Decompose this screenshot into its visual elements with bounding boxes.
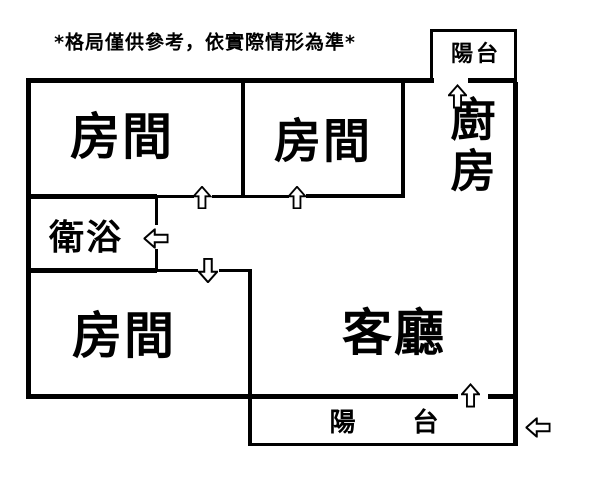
wall-hall-top-a xyxy=(155,195,194,198)
wall-bathroom-right-upper xyxy=(155,197,158,225)
room-label-bedroom-middle: 房間 xyxy=(274,114,372,170)
room-label-living-room: 客廳 xyxy=(342,304,446,362)
entrance-arrow-icon xyxy=(525,417,551,438)
wall-bedroom2-bottom xyxy=(306,194,403,198)
wall-balcony-top-left-edge xyxy=(430,29,433,81)
hallway-door-arrow-icon xyxy=(198,258,218,283)
wall-bedroom2-right xyxy=(401,82,405,198)
wall-center-vertical xyxy=(248,269,252,446)
room-label-balcony-top: 陽台 xyxy=(450,42,502,67)
wall-hall-top-b xyxy=(212,195,289,198)
wall-top-main xyxy=(26,78,434,83)
wall-balcony-top-top-edge xyxy=(430,29,517,32)
bedroom-top-left-door-arrow-icon xyxy=(192,186,212,209)
bedroom-middle-door-arrow-icon xyxy=(287,186,307,209)
living-room-balcony-door-arrow-icon xyxy=(461,383,480,408)
wall-top-right-stub xyxy=(468,78,517,83)
wall-hall-mid-a xyxy=(155,269,198,272)
balcony-bottom-char2: 台 xyxy=(412,408,439,438)
wall-bottom-right xyxy=(488,394,517,399)
bathroom-door-arrow-icon xyxy=(143,228,169,249)
room-label-bedroom-top-left: 房間 xyxy=(70,108,174,166)
room-label-kitchen: 廚房 xyxy=(442,96,496,198)
wall-bedroom2-left xyxy=(241,82,245,198)
wall-balcony-top-right-edge xyxy=(514,29,517,82)
balcony-top-door-arrow-icon xyxy=(448,84,467,109)
wall-left-outer xyxy=(26,78,31,399)
wall-right-outer xyxy=(513,82,518,446)
room-label-bathroom: 衛浴 xyxy=(48,218,124,259)
disclaimer-text: *格局僅供參考，依實際情形為準* xyxy=(54,31,356,54)
wall-bottom-main xyxy=(26,394,458,399)
wall-hall-mid-b xyxy=(219,269,250,272)
wall-bedroom1-bottom xyxy=(26,194,157,199)
wall-bathroom-right-lower xyxy=(155,249,158,272)
room-label-bedroom-bottom-left: 房間 xyxy=(72,307,176,365)
wall-bathroom-bottom xyxy=(26,268,157,273)
wall-balcony-bottom-edge xyxy=(250,443,516,446)
room-label-balcony-bottom: 陽 台 xyxy=(329,410,438,436)
balcony-bottom-char1: 陽 xyxy=(329,408,356,438)
